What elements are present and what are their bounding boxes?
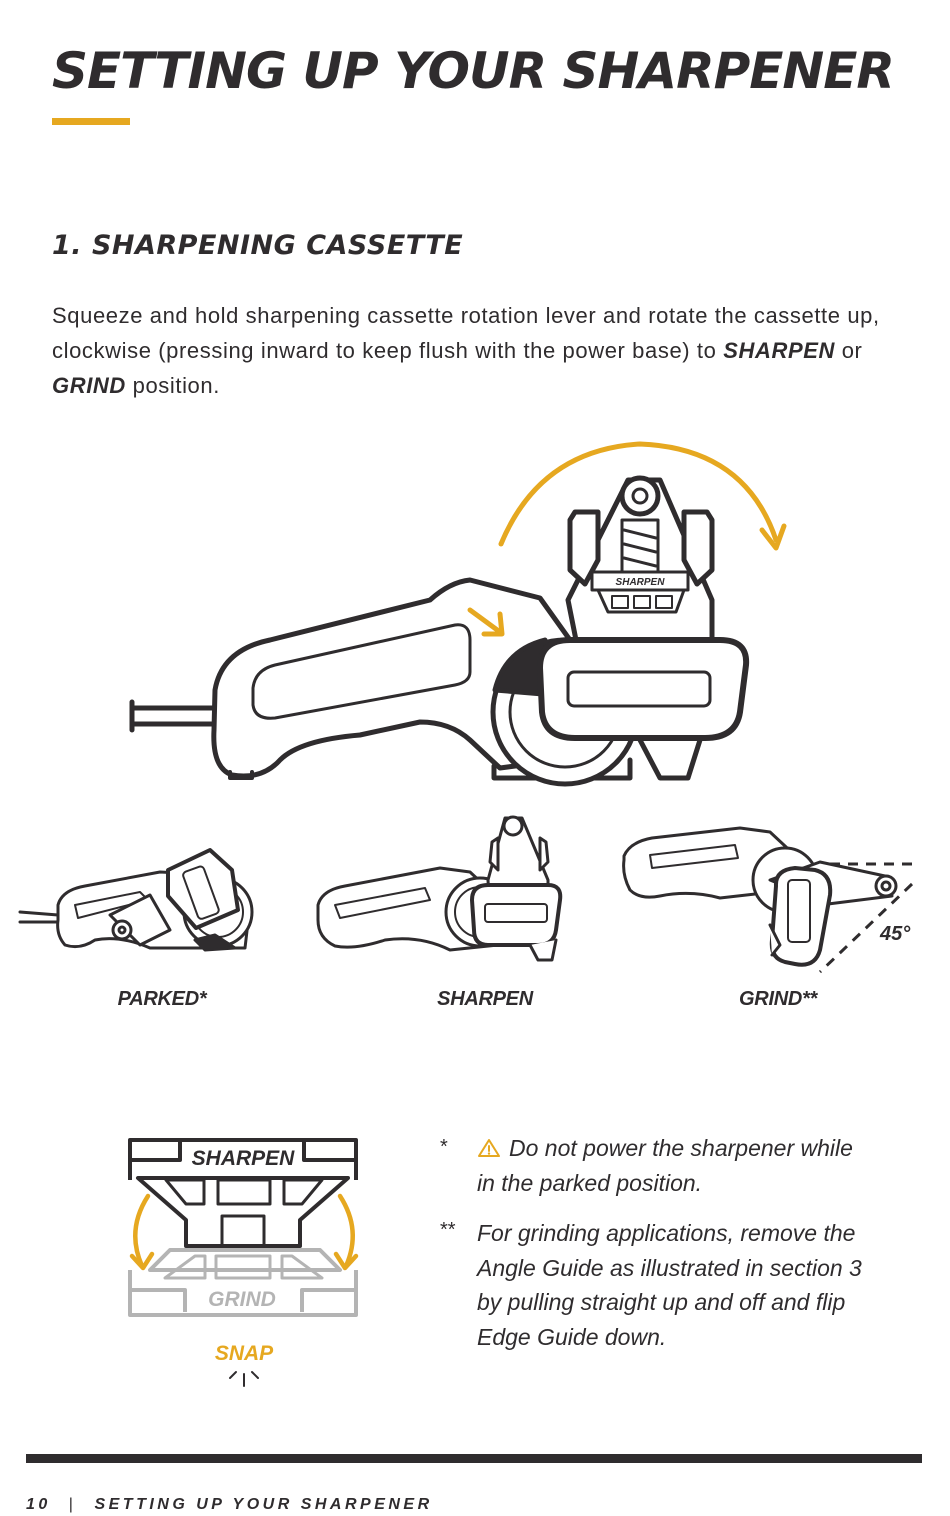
note-1-marker: * bbox=[440, 1136, 448, 1158]
title-accent-rule bbox=[52, 118, 130, 125]
snap-sharpen-label: SHARPEN bbox=[192, 1147, 296, 1170]
snap-grind-label: GRIND bbox=[208, 1288, 276, 1311]
page-number: 10 bbox=[26, 1496, 51, 1513]
cassette-sharpen-label: SHARPEN bbox=[616, 577, 666, 588]
snap-diagram: SHARPEN GRIND SNAP bbox=[128, 1138, 359, 1387]
intro-grind-emphasis: GRIND bbox=[52, 373, 126, 398]
footer: 10 | SETTING UP YOUR SHARPENER bbox=[26, 1496, 433, 1514]
note-2-text: For grinding applications, remove the An… bbox=[477, 1220, 862, 1350]
footer-section-title: SETTING UP YOUR SHARPENER bbox=[94, 1496, 433, 1513]
page-title: SETTING UP YOUR SHARPENER bbox=[52, 42, 895, 100]
sharpener-parked-illustration bbox=[18, 848, 254, 952]
intro-text-3: position. bbox=[125, 373, 220, 398]
footer-rule bbox=[26, 1454, 922, 1463]
intro-paragraph: Squeeze and hold sharpening cassette rot… bbox=[52, 298, 892, 403]
sharpen-label: SHARPEN bbox=[437, 988, 533, 1010]
note-1: Do not power the sharpener while in the … bbox=[477, 1131, 877, 1200]
grind-label: GRIND** bbox=[739, 988, 817, 1010]
warning-icon bbox=[477, 1133, 501, 1157]
note-1-text: Do not power the sharpener while in the … bbox=[477, 1135, 853, 1196]
sharpener-sharpen-illustration bbox=[316, 815, 563, 962]
grind-angle-label: 45° bbox=[879, 923, 911, 945]
sharpener-grind-illustration: 45° bbox=[622, 826, 914, 974]
footer-separator: | bbox=[68, 1496, 77, 1513]
parked-label: PARKED* bbox=[117, 988, 207, 1010]
intro-text-2: or bbox=[834, 338, 863, 363]
knife-sharpener-rotation-illustration: SHARPEN bbox=[129, 441, 787, 787]
section-heading: 1. SHARPENING CASSETTE bbox=[52, 230, 464, 261]
snap-label: SNAP bbox=[215, 1342, 274, 1365]
intro-sharpen-emphasis: SHARPEN bbox=[723, 338, 835, 363]
note-2-marker: ** bbox=[440, 1219, 456, 1241]
intro-text-1: Squeeze and hold sharpening cassette rot… bbox=[52, 303, 880, 363]
